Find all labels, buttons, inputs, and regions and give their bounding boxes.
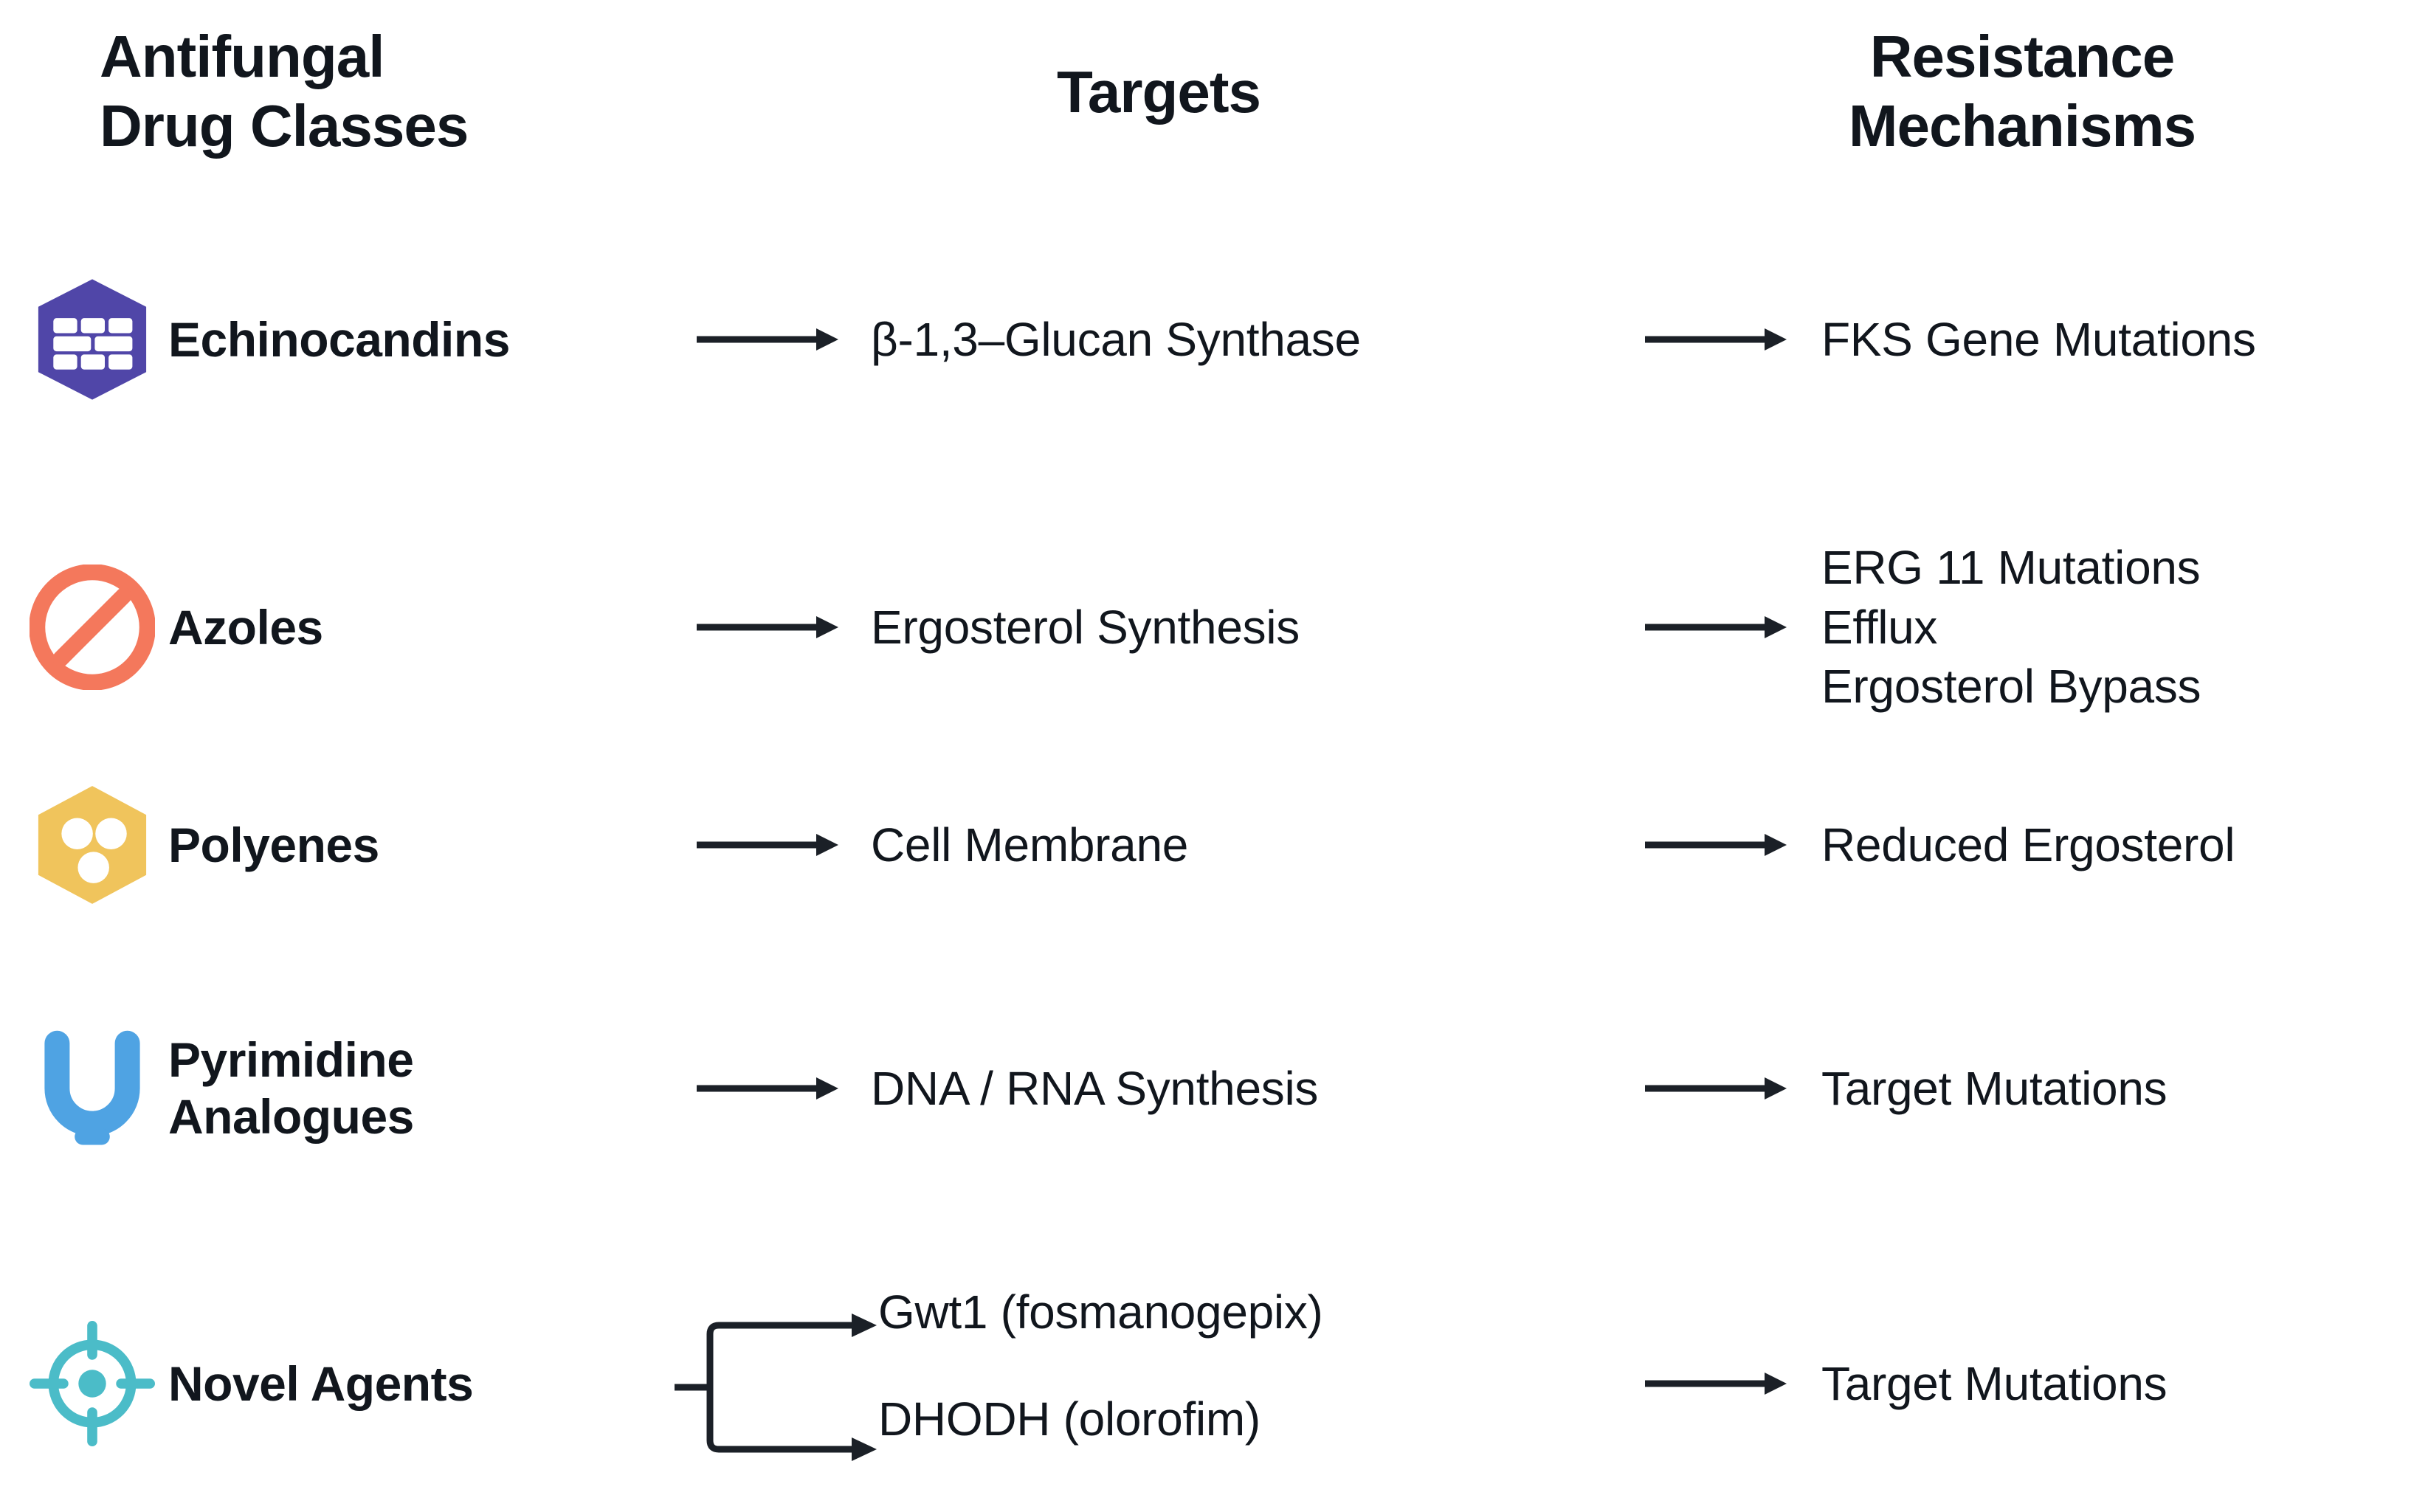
brick-hexagon-icon <box>38 279 147 400</box>
arrow-right-icon <box>697 328 838 351</box>
arrow-right-icon <box>1645 834 1787 856</box>
arrow-right-icon <box>1645 1077 1787 1100</box>
target-label: Gwt1 (fosmanogepix) <box>878 1285 1323 1339</box>
arrow-right-icon <box>1645 616 1787 638</box>
resistance-label: FKS Gene Mutations <box>1821 312 2256 366</box>
arrow-right-icon <box>697 616 838 638</box>
prohibition-circle-icon <box>30 565 155 690</box>
row-2-icon-cell <box>0 565 162 690</box>
row-1-resistance: FKS Gene Mutations <box>1815 310 2414 370</box>
drug-class-label: Analogues <box>168 1089 414 1144</box>
row-1-icon-cell <box>0 277 162 402</box>
row-3-target: Cell Membrane <box>863 817 1616 874</box>
drug-class-label: Azoles <box>168 599 323 655</box>
row-1-drug-class: Echinocandins <box>162 311 672 368</box>
branching-arrow-icon <box>675 1313 877 1461</box>
row-4-drug-class: Pyrimidine Analogues <box>162 1032 672 1145</box>
novel-agents-branch-connector <box>672 1299 982 1476</box>
resistance-label: Reduced Ergosterol <box>1821 818 2235 871</box>
row-1-arrow-to-resistance <box>1616 325 1815 354</box>
table-row: Pyrimidine Analogues DNA / RNA Synthesis… <box>0 981 2414 1195</box>
row-5-arrow-to-resistance <box>1616 1369 1815 1398</box>
header-resistance-line1: Resistance <box>1869 24 2175 89</box>
row-5-icon-cell <box>0 1321 162 1446</box>
header-drug-classes-line1: Antifungal <box>100 24 384 89</box>
row-2-resistance: ERG 11 Mutations Efflux Ergosterol Bypas… <box>1815 538 2414 717</box>
row-4-icon-cell <box>0 1026 162 1151</box>
arrow-right-icon <box>697 834 838 856</box>
target-label: Cell Membrane <box>871 818 1189 871</box>
arrow-right-icon <box>697 1077 838 1100</box>
target-label: DNA / RNA Synthesis <box>871 1061 1319 1115</box>
target-label: β-1,3–Glucan Synthase <box>871 312 1361 366</box>
resistance-label: Target Mutations <box>1821 1061 2168 1115</box>
target-label: Ergosterol Synthesis <box>871 600 1300 654</box>
row-3-arrow-to-target <box>672 830 863 860</box>
column-headers: Antifungal Drug Classes Targets Resistan… <box>0 0 2414 192</box>
drug-class-label: Echinocandins <box>168 311 510 367</box>
row-4-target: DNA / RNA Synthesis <box>863 1060 1616 1117</box>
table-row: Azoles Ergosterol Synthesis ERG 11 Mutat… <box>0 509 2414 745</box>
resistance-label: Ergosterol Bypass <box>1821 660 2201 714</box>
resistance-label: Efflux <box>1821 600 1938 654</box>
table-row: Echinocandins β-1,3–Glucan Synthase FKS … <box>0 266 2414 413</box>
drug-class-label: Polyenes <box>168 817 379 872</box>
magnet-u-icon <box>44 1030 140 1145</box>
target-label: DHODH (olorofim) <box>878 1392 1261 1446</box>
row-1-arrow-to-target <box>672 325 863 354</box>
header-resistance-line2: Mechanisms <box>1848 93 2196 159</box>
row-3-icon-cell <box>0 782 162 908</box>
row-1-target: β-1,3–Glucan Synthase <box>863 311 1616 368</box>
row-3-drug-class: Polyenes <box>162 817 672 874</box>
resistance-label: ERG 11 Mutations <box>1821 541 2201 595</box>
dotted-hexagon-icon <box>38 786 147 904</box>
row-4-arrow-to-resistance <box>1616 1074 1815 1103</box>
row-2-arrow-to-resistance <box>1616 612 1815 642</box>
header-resistance-mechanisms: Resistance Mechanisms <box>1742 22 2303 162</box>
row-4-arrow-to-target <box>672 1074 863 1103</box>
row-4-resistance: Target Mutations <box>1815 1059 2414 1119</box>
row-5-resistance: Target Mutations <box>1815 1354 2414 1414</box>
arrow-right-icon <box>1645 328 1787 351</box>
header-drug-classes: Antifungal Drug Classes <box>100 22 661 162</box>
crosshair-target-icon <box>30 1321 155 1446</box>
header-drug-classes-line2: Drug Classes <box>100 93 469 159</box>
row-2-drug-class: Azoles <box>162 599 672 656</box>
drug-class-label: Pyrimidine <box>168 1032 414 1088</box>
arrow-right-icon <box>1645 1373 1787 1395</box>
row-5-drug-class: Novel Agents <box>162 1356 672 1412</box>
header-targets-line1: Targets <box>1056 59 1261 125</box>
resistance-label: Target Mutations <box>1821 1356 2168 1410</box>
row-2-target: Ergosterol Synthesis <box>863 599 1616 656</box>
table-row: Polyenes Cell Membrane Reduced Ergostero… <box>0 771 2414 919</box>
header-targets: Targets <box>878 58 1439 127</box>
row-3-arrow-to-resistance <box>1616 830 1815 860</box>
drug-class-label: Novel Agents <box>168 1356 474 1411</box>
row-3-resistance: Reduced Ergosterol <box>1815 815 2414 875</box>
row-2-arrow-to-target <box>672 612 863 642</box>
table-row: Novel Agents Target Mutations <box>0 1273 2414 1494</box>
